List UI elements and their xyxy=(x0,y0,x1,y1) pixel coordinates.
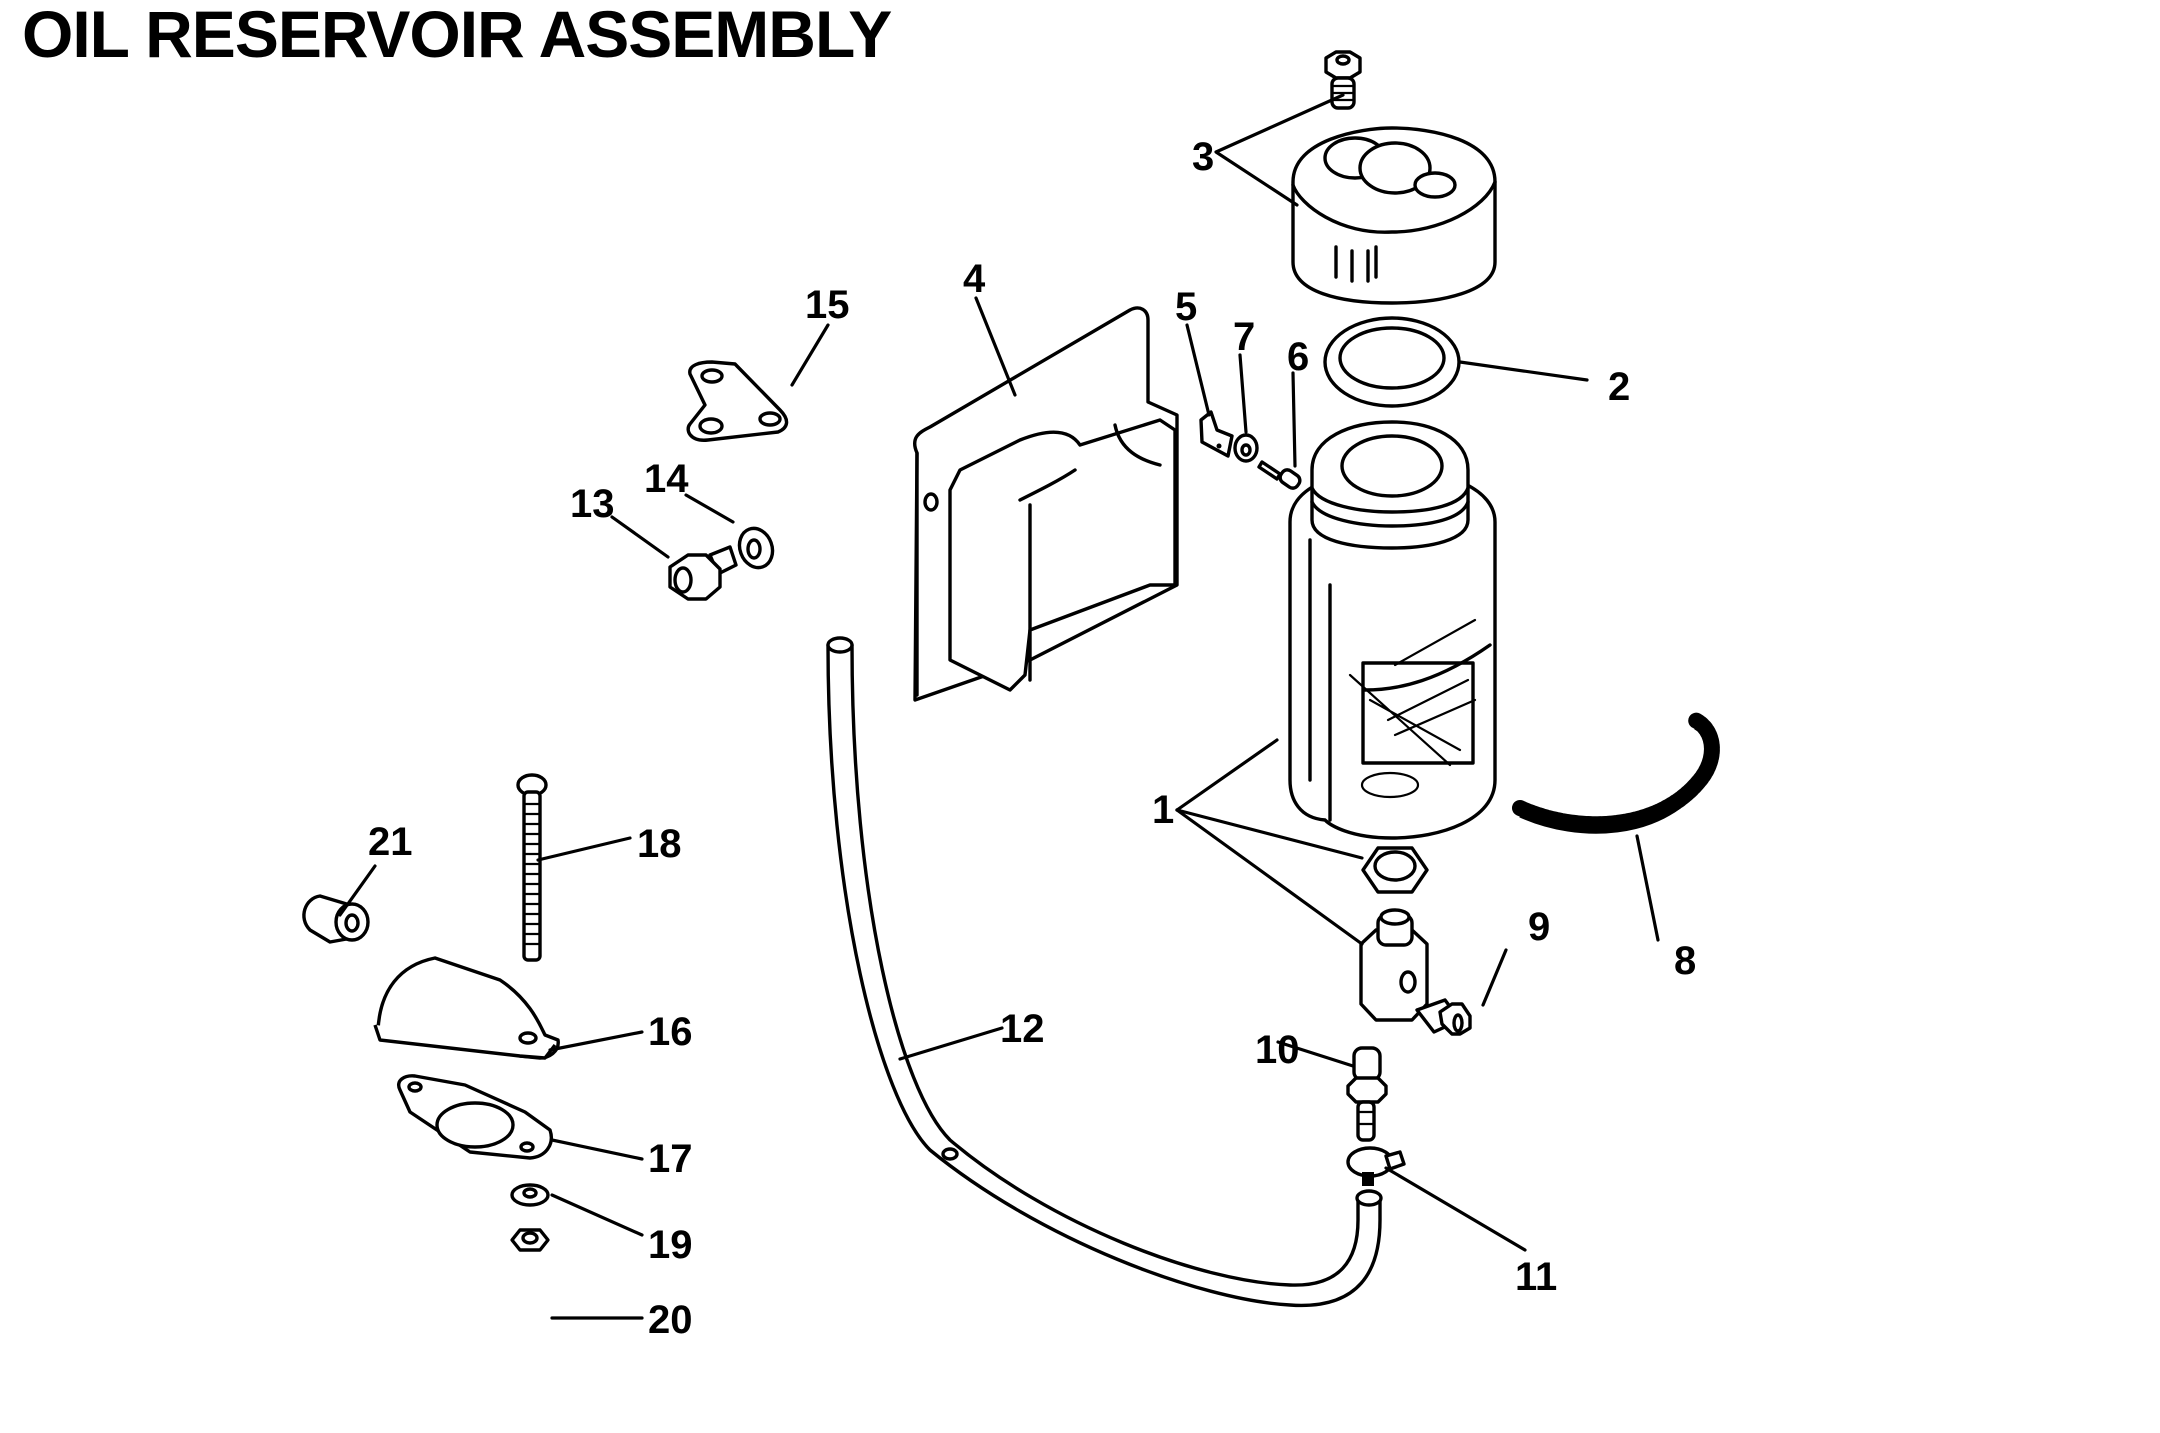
part-18-screw xyxy=(516,773,548,962)
callout-5: 5 xyxy=(1175,285,1197,329)
part-20-nut xyxy=(510,1228,550,1252)
callout-17: 17 xyxy=(648,1137,693,1181)
part-6-screw xyxy=(1257,460,1302,490)
part-13-fitting xyxy=(668,545,738,601)
callout-10: 10 xyxy=(1255,1028,1300,1072)
callout-7: 7 xyxy=(1233,315,1255,359)
part-4-mounting-bracket xyxy=(912,306,1179,702)
callout-15: 15 xyxy=(805,283,850,327)
part-21-grommet xyxy=(302,894,370,944)
part-5-clip xyxy=(1199,410,1234,458)
callout-4: 4 xyxy=(963,257,986,301)
part-19-washer xyxy=(510,1183,550,1207)
part-3-screw xyxy=(1324,50,1362,110)
diagram-title: OIL RESERVOIR ASSEMBLY xyxy=(22,0,892,71)
part-17-gasket xyxy=(397,1074,553,1160)
part-8-spring xyxy=(1512,712,1720,834)
callout-labels: 3 2 4 5 7 6 15 14 13 1 8 9 10 11 12 21 1… xyxy=(368,135,1696,1342)
callout-21: 21 xyxy=(368,820,413,864)
part-16-cover xyxy=(373,956,560,1060)
part-7-washer xyxy=(1233,433,1259,463)
callout-18: 18 xyxy=(637,822,682,866)
leader-lines xyxy=(338,93,1660,1320)
callout-20: 20 xyxy=(648,1298,693,1342)
callout-16: 16 xyxy=(648,1010,693,1054)
callout-2: 2 xyxy=(1608,365,1630,409)
callout-3: 3 xyxy=(1192,135,1214,179)
part-9-plug xyxy=(1415,998,1472,1036)
part-1-fitting xyxy=(1359,908,1429,1022)
callout-9: 9 xyxy=(1528,905,1550,949)
callout-19: 19 xyxy=(648,1223,693,1267)
part-15-plate xyxy=(686,360,789,442)
part-1-reservoir-bottle xyxy=(1288,420,1497,840)
part-12-hose xyxy=(826,636,1383,1308)
callout-6: 6 xyxy=(1287,335,1309,379)
part-1-nut xyxy=(1361,846,1429,894)
callout-14: 14 xyxy=(644,457,689,501)
part-2-seal-ring xyxy=(1323,316,1461,408)
callout-1: 1 xyxy=(1152,788,1174,832)
part-10-hose-fitting xyxy=(1346,1046,1388,1142)
part-3-cap xyxy=(1291,126,1497,305)
callout-8: 8 xyxy=(1674,939,1696,983)
callout-12: 12 xyxy=(1000,1007,1045,1051)
callout-13: 13 xyxy=(570,482,615,526)
callout-11: 11 xyxy=(1515,1255,1557,1299)
part-14-washer xyxy=(737,526,775,570)
part-11-hose-clamp xyxy=(1346,1146,1406,1186)
